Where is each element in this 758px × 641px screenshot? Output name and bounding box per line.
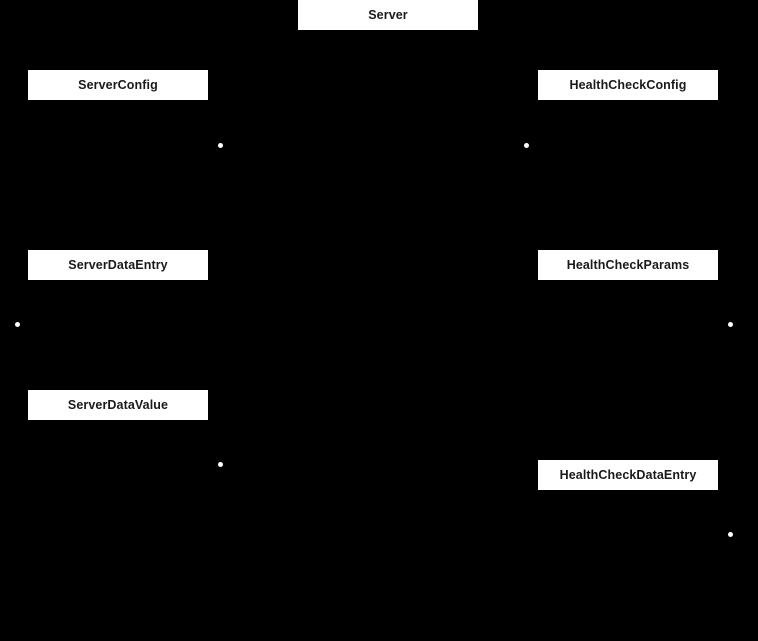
relationship-dot-icon (524, 143, 529, 148)
class-node-label: HealthCheckDataEntry (559, 467, 697, 482)
class-node-label: HealthCheckParams (566, 257, 690, 272)
class-node-label: ServerDataValue (67, 397, 169, 412)
class-node-health-check-params[interactable]: HealthCheckParams (538, 250, 718, 280)
relationship-dot-icon (15, 322, 20, 327)
relationship-dot-icon (728, 322, 733, 327)
class-node-server-config[interactable]: ServerConfig (28, 70, 208, 100)
relationship-dot-icon (218, 462, 223, 467)
relationship-dot-icon (218, 143, 223, 148)
class-node-label: HealthCheckConfig (569, 77, 687, 92)
relationship-dot-icon (728, 532, 733, 537)
class-node-label: Server (368, 7, 408, 22)
class-node-health-check-data-entry[interactable]: HealthCheckDataEntry (538, 460, 718, 490)
class-node-server[interactable]: Server (298, 0, 478, 30)
class-node-server-data-entry[interactable]: ServerDataEntry (28, 250, 208, 280)
class-node-label: ServerConfig (78, 77, 158, 92)
class-node-server-data-value[interactable]: ServerDataValue (28, 390, 208, 420)
class-node-health-check-config[interactable]: HealthCheckConfig (538, 70, 718, 100)
class-node-label: ServerDataEntry (68, 257, 168, 272)
